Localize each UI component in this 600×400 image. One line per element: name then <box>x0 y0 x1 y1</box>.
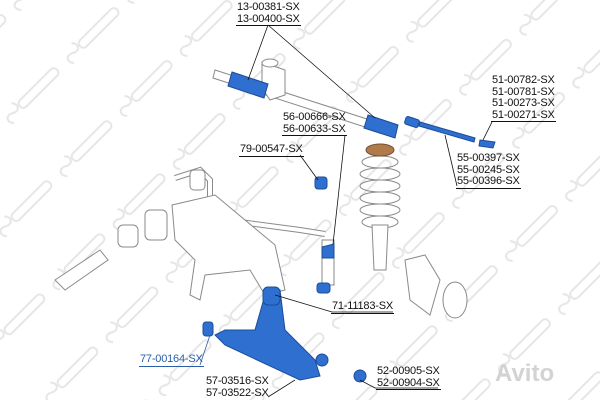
label-stabilizer-bushing: 79-00547-SX <box>239 143 304 157</box>
part-number: 56-00666-SX <box>283 111 346 123</box>
part-number: 55-00245-SX <box>457 163 520 176</box>
part-number: 57-03522-SX <box>206 386 269 399</box>
part-number: 52-00904-SX <box>376 376 441 390</box>
steering-boot-left <box>227 71 269 99</box>
steering-knuckle <box>404 254 441 316</box>
link-bushing <box>316 282 331 294</box>
steering-boot-right <box>363 114 399 139</box>
part-number: 56-00633-SX <box>282 122 347 136</box>
label-ball-joint: 52-00905-SX 52-00904-SX <box>376 365 441 390</box>
part-number: 51-00273-SX <box>492 97 555 109</box>
leader-lines <box>199 24 493 398</box>
rear-link <box>54 249 109 291</box>
label-control-arm: 57-03516-SX 57-03522-SX <box>205 375 270 399</box>
tie-rod-inner <box>404 116 420 128</box>
part-number: 51-00782-SX <box>492 74 555 86</box>
strut <box>371 224 389 271</box>
mount-bushing <box>117 224 139 248</box>
label-steering-boot: 13-00381-SX 13-00400-SX <box>236 1 301 26</box>
control-arm <box>214 289 321 381</box>
part-number: 51-00781-SX <box>492 85 555 98</box>
steering-input <box>261 58 279 68</box>
label-tie-rod: 55-00397-SX 55-00245-SX 55-00396-SX <box>456 152 521 189</box>
wheel-hub <box>442 281 468 319</box>
part-number: 55-00397-SX <box>457 152 520 164</box>
label-rear-bushing[interactable]: 77-00164-SX <box>139 353 204 367</box>
part-number-link[interactable]: 77-00164-SX <box>139 353 204 367</box>
coil-spring <box>359 155 401 229</box>
part-number: 13-00381-SX <box>237 1 300 13</box>
tie-rod-end <box>478 139 496 149</box>
ball-joint <box>353 369 367 383</box>
tie-rod <box>418 121 476 143</box>
rear-bushing <box>202 321 214 337</box>
part-number: 57-03516-SX <box>206 375 269 387</box>
part-number: 51-00271-SX <box>491 108 556 122</box>
mount-bushing <box>144 209 168 241</box>
stabilizer-link-top <box>321 243 335 259</box>
subframe <box>171 194 286 301</box>
avito-logo: Avito <box>495 360 555 387</box>
part-number: 71-11183-SX <box>331 300 394 314</box>
part-number: 13-00400-SX <box>236 12 301 26</box>
part-number: 55-00396-SX <box>456 175 521 189</box>
label-tie-rod-end: 51-00782-SX 51-00781-SX 51-00273-SX 51-0… <box>491 74 556 122</box>
label-control-arm-bushing: 71-11183-SX <box>331 300 394 314</box>
spring-top-mount <box>365 143 395 157</box>
part-number: 52-00905-SX <box>377 365 440 377</box>
control-arm-bushing <box>262 286 281 306</box>
ball-joint-arm <box>315 353 329 367</box>
label-stabilizer-link: 56-00666-SX 56-00633-SX <box>282 111 347 136</box>
mount-bushing <box>189 169 206 191</box>
part-number: 79-00547-SX <box>239 143 304 157</box>
